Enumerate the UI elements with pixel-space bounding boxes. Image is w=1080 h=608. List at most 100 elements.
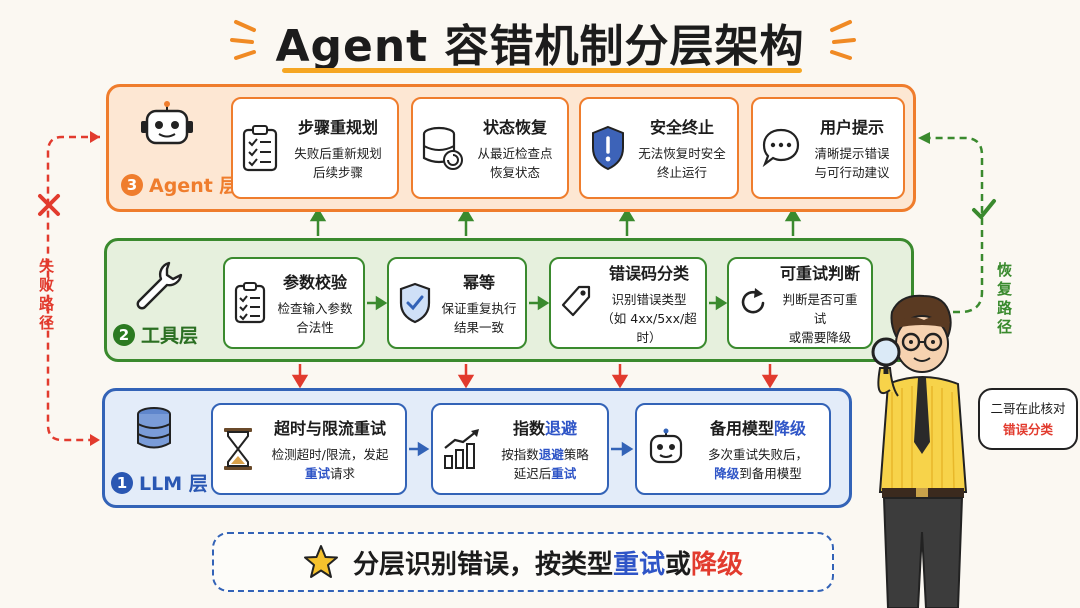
agent-layer: 3 Agent 层 步骤重规划 失败后重新规划 后续步骤 状态恢复 从最近检查点 [106,84,916,212]
layer-number-badge: 1 [111,471,133,494]
card-desc-line2: 重试请求 [263,464,397,483]
card-desc-line1: 保证重复执行 [441,301,517,316]
card-desc-line2: 恢复状态 [489,165,540,180]
card-desc-line2: 后续步骤 [312,165,363,180]
highlight-retry: 重试 [304,466,330,481]
highlight-downgrade: 降级 [774,419,807,438]
llm-layer: 1 LLM 层 超时与限流重试 检测超时/限流，发起 重试请求 指数退避 按指数… [102,388,852,508]
card-state-restore: 状态恢复 从最近检查点 恢复状态 [411,97,569,199]
bubble-line2: 错误分类 [1002,422,1053,437]
card-desc-line2: 延迟后重试 [491,464,599,483]
card-desc-line1: 多次重试失败后， [707,447,808,462]
banner-text: 分层识别错误，按类型重试或降级 [353,544,743,581]
card-desc-line2: 结果一致 [453,320,504,335]
card-title: 错误码分类 [608,263,689,283]
card-title: 安全终止 [649,118,714,137]
hourglass-icon [224,428,252,470]
card-title: 指数退避 [491,415,599,439]
fail-x-icon [38,194,60,216]
character-illustration [871,294,968,608]
desc-part: 按指数 [501,447,539,462]
card-desc-line1: 识别错误类型 [611,291,687,307]
chat-bubble-icon [762,128,800,168]
database-restore-icon [422,126,463,170]
card-desc-line2: 终止运行 [656,165,707,180]
bubble-line1: 二哥在此核对 [990,401,1066,416]
refresh-icon [741,288,765,314]
card-fallback-model: 备用模型降级 多次重试失败后， 降级到备用模型 [635,403,831,495]
card-param-validate: 参数校验 检查输入参数 合法性 [223,257,365,349]
tool-layer-label: 2 工具层 [113,321,198,348]
card-timeout-retry: 超时与限流重试 检测超时/限流，发起 重试请求 [211,403,407,495]
desc-part: 延迟后 [513,466,552,481]
card-desc-line1: 判断是否可重试 [782,291,858,326]
summary-banner: 分层识别错误，按类型重试或降级 [212,532,834,592]
robot-icon [141,101,193,145]
shield-alert-icon [592,125,624,171]
layer-name: LLM 层 [139,473,208,495]
card-title: 超时与限流重试 [273,419,386,438]
banner-retry: 重试 [612,549,665,580]
banner-downgrade: 降级 [691,549,744,580]
card-desc-line1: 按指数退避策略 [491,445,599,464]
wrench-icon [136,261,183,310]
desc-tail: 请求 [330,466,356,481]
desc-part: 策略 [563,447,589,462]
shield-check-icon [399,282,431,324]
robot-icon [649,428,683,464]
card-desc-line1: 检测超时/限流，发起 [271,447,389,462]
card-desc-line1: 从最近检查点 [477,146,553,161]
card-retryable: 可重试判断 判断是否可重试 或需要降级 [727,257,873,349]
layer-name: 工具层 [141,325,199,347]
title-part: 备用模型 [709,419,774,438]
agent-layer-label: 3 Agent 层 [121,171,238,198]
title-part: 指数 [512,419,545,438]
tool-layer: 2 工具层 参数校验 检查输入参数 合法性 幂等 保证重复执行 结果一致 [104,238,914,362]
database-icon [137,407,171,449]
left-spark-icon [230,20,256,60]
speech-bubble: 二哥在此核对 错误分类 [978,388,1078,450]
layer-number-badge: 3 [121,173,143,196]
card-title: 备用模型降级 [695,415,821,439]
fail-path-label: 失败路径 [37,258,55,334]
card-title: 步骤重规划 [297,118,378,137]
layer-number-badge: 2 [113,323,135,346]
card-title: 可重试判断 [779,263,860,283]
bar-chart-up-icon [444,429,479,469]
card-user-hint: 用户提示 清晰提示错误 与可行动建议 [751,97,905,199]
checklist-icon [234,282,266,324]
card-desc-line2: 或需要降级 [788,329,852,345]
banner-part-c: 或 [665,549,692,580]
highlight-backoff: 退避 [545,419,578,438]
layer-name: Agent 层 [149,175,239,197]
card-title: 用户提示 [819,118,884,137]
title-underline [282,68,802,73]
highlight-downgrade: 降级 [714,466,740,481]
card-desc-line1: 无法恢复时安全 [638,146,726,161]
highlight-backoff: 退避 [538,447,564,462]
card-title: 幂等 [462,273,495,292]
clipboard-checklist-icon [242,125,278,172]
card-safe-stop: 安全终止 无法恢复时安全 终止运行 [579,97,739,199]
desc-part: 到备用模型 [739,466,802,481]
card-desc-line2: 降级到备用模型 [695,464,821,483]
recover-check-icon [972,199,996,219]
card-desc-line2: 合法性 [296,320,334,335]
card-desc-line1: 清晰提示错误 [814,146,890,161]
card-desc-line2: （如 4xx/5xx/超时） [601,310,697,345]
star-icon [303,545,338,578]
card-error-code: 错误码分类 识别错误类型 （如 4xx/5xx/超时） [549,257,707,349]
card-step-replan: 步骤重规划 失败后重新规划 后续步骤 [231,97,399,199]
highlight-retry: 重试 [551,466,577,481]
recover-path-label: 恢复路径 [995,262,1013,338]
banner-part-a: 分层识别错误，按类型 [352,549,613,580]
right-spark-icon [830,20,856,60]
card-desc-line2: 与可行动建议 [814,165,890,180]
card-desc-line1: 检查输入参数 [277,301,353,316]
page-title: Agent 容错机制分层架构 [275,21,805,72]
llm-layer-label: 1 LLM 层 [111,469,208,496]
card-desc-line1: 失败后重新规划 [294,146,382,161]
card-idempotent: 幂等 保证重复执行 结果一致 [387,257,527,349]
tag-icon [561,285,591,317]
card-title: 参数校验 [282,273,347,292]
